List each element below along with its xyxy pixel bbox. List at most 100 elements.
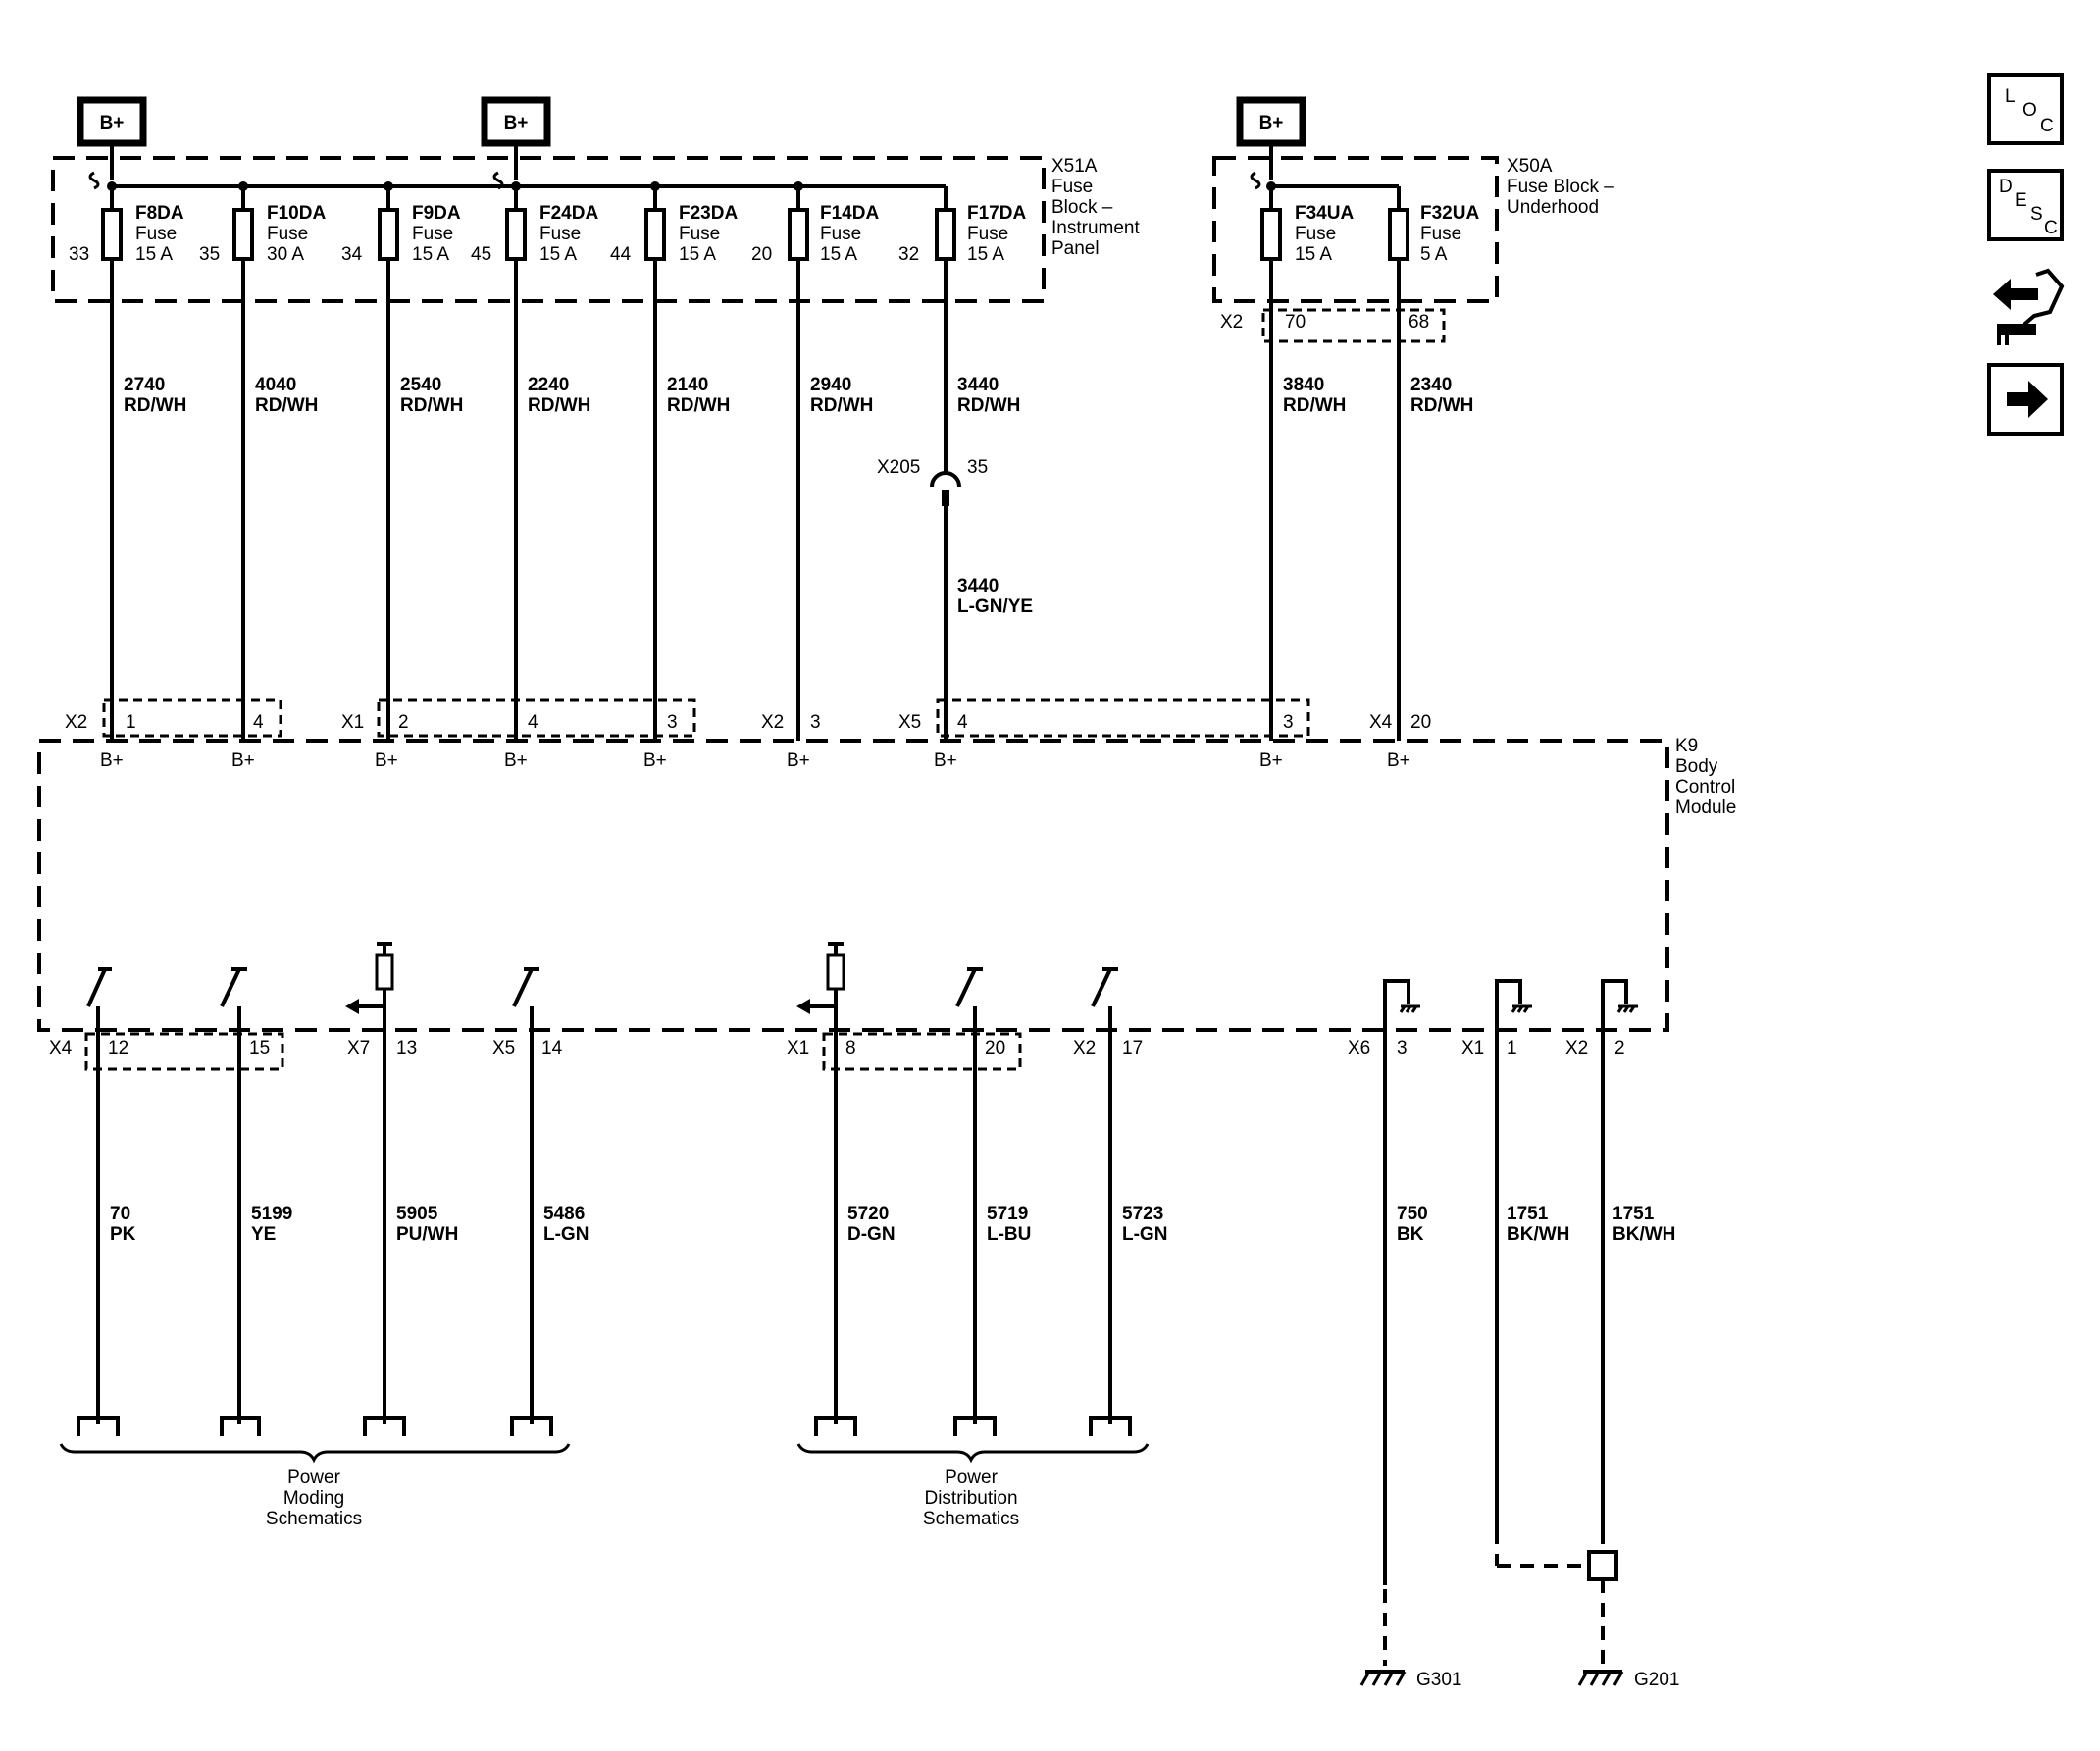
fuse-rating: 15 A: [820, 244, 857, 265]
pullup-input-icon: [796, 942, 845, 1032]
pin-number: 3: [1283, 712, 1294, 733]
circuit-number: 5486: [543, 1204, 585, 1224]
fuse-circuit-f14da: F14DA Fuse 15 A 20 2940 RD/WH: [751, 186, 879, 741]
pin-function-label: B+: [1387, 750, 1410, 771]
circuit-number: 1751: [1507, 1204, 1549, 1224]
reference-power-moding[interactable]: Power Moding Schematics: [59, 1443, 571, 1529]
reference-power-distribution[interactable]: Power Distribution Schematics: [796, 1443, 1150, 1529]
wire-color: RD/WH: [667, 395, 730, 416]
fuse-name: F24DA: [539, 203, 598, 224]
loc-icon[interactable]: L O C: [1987, 73, 2064, 145]
switch-icon: [220, 967, 247, 1007]
fuse-circuit-f9da: F9DA Fuse 15 A 34 2540 RD/WH: [341, 186, 463, 741]
fuse-icon: [935, 208, 956, 261]
connector-label: X5: [898, 712, 921, 733]
wire-color: RD/WH: [255, 395, 318, 416]
fuse-word: Fuse: [267, 224, 308, 244]
reference-label-line: Moding: [283, 1488, 344, 1509]
fuse-block-label-line: Underhood: [1507, 197, 1599, 218]
switch-icon: [86, 967, 112, 1032]
connector-label: X2: [65, 712, 87, 733]
circuit-number: 5199: [251, 1204, 292, 1224]
fuse-block-label-line: Panel: [1051, 238, 1100, 259]
wire-color: YE: [251, 1224, 276, 1245]
connector-x2-outline: [1261, 308, 1446, 343]
wire-color: RD/WH: [957, 395, 1020, 416]
pin-number: 12: [108, 1038, 128, 1058]
connector-label: X1: [341, 712, 364, 733]
pin-function-label: B+: [504, 750, 528, 771]
inline-connector-name: X205: [877, 457, 920, 478]
circuit-number: 2140: [667, 375, 708, 395]
desc-icon[interactable]: D E S C: [1987, 169, 2064, 241]
fuse-circuit-f23da: F23DA Fuse 15 A 44 2140 RD/WH: [610, 186, 738, 741]
circuit-number: 5720: [847, 1204, 889, 1224]
wire-color: RD/WH: [1283, 395, 1346, 416]
wire-color: RD/WH: [1410, 395, 1473, 416]
connector-end-view-icon[interactable]: [1993, 268, 2065, 345]
fuse-word: Fuse: [679, 224, 720, 244]
fuse-icon: [1260, 208, 1282, 261]
connector-label: X4: [1369, 712, 1393, 733]
fuse-word: Fuse: [967, 224, 1008, 244]
fuse-rating: 15 A: [1295, 244, 1332, 265]
fuse-block-label-line: Block –: [1051, 197, 1113, 218]
module-ref: K9: [1675, 736, 1698, 756]
pin-function-label: B+: [643, 750, 667, 771]
fuse-block-x50a: X50A Fuse Block – Underhood X2 70 68: [1212, 156, 1614, 343]
circuit-number: 3840: [1283, 375, 1324, 395]
svg-text:L: L: [2005, 86, 2016, 107]
internal-ground-icon: [1495, 979, 1532, 1032]
fuse-name: F34UA: [1295, 203, 1354, 224]
fuse-word: Fuse: [412, 224, 453, 244]
fuse-rating: 15 A: [967, 244, 1004, 265]
fuse-rating: 30 A: [267, 244, 304, 265]
splice-icon: [1587, 1550, 1618, 1581]
fuse-word: Fuse: [1295, 224, 1336, 244]
pin-number: 3: [810, 712, 821, 733]
pin-number: 4: [253, 712, 264, 733]
pin-function-label: B+: [231, 750, 255, 771]
internal-ground-icon: [1601, 979, 1638, 1032]
circuit-number: 2740: [124, 375, 165, 395]
circuit-number: 2940: [810, 375, 851, 395]
fuse-icon: [378, 208, 399, 261]
pin-number: 14: [541, 1038, 563, 1058]
fuse-word: Fuse: [820, 224, 861, 244]
pin-function-label: B+: [375, 750, 398, 771]
connector-end-icon: [220, 1416, 261, 1436]
reference-label-line: Power: [287, 1468, 341, 1488]
cavity-number: 33: [69, 244, 89, 265]
bus-bar-break-icon: [88, 171, 100, 190]
ground-circuits: 750 BK 1751 BK/WH 1751 BK/WH G301 G201: [1359, 1032, 1679, 1690]
cavity-number: 35: [199, 244, 220, 265]
inline-connector-icon: [930, 471, 961, 488]
connector-end-icon: [77, 1416, 120, 1436]
connector-label: X2: [1220, 312, 1243, 333]
arrow-right-icon[interactable]: [1987, 363, 2064, 436]
connector-end-icon: [953, 1416, 997, 1436]
svg-text:C: C: [2044, 218, 2058, 238]
k9-output-connectors: X4 12 15 X7 13 X5 14 X1 8 20 X2 17 X6 3 …: [49, 1032, 1625, 1071]
brace-icon: [59, 1443, 571, 1464]
bus-bar-break-icon: [1250, 171, 1261, 190]
pin-function-label: B+: [787, 750, 810, 771]
fuse-rating: 5 A: [1420, 244, 1448, 265]
cavity-number: 68: [1409, 312, 1429, 333]
internal-ground-icon: [1383, 979, 1420, 1032]
fuse-circuit-f24da: F24DA Fuse 15 A 45 2240 RD/WH: [471, 186, 598, 741]
svg-text:S: S: [2030, 204, 2043, 225]
wire-color: RD/WH: [810, 395, 873, 416]
wire-color: D-GN: [847, 1224, 896, 1245]
pin-number: 8: [845, 1038, 856, 1058]
chassis-ground-icon: [1359, 1670, 1407, 1686]
fuse-icon: [788, 208, 809, 261]
wire-color: BK/WH: [1613, 1224, 1675, 1245]
wire-color: PK: [110, 1224, 136, 1245]
pin-number: 2: [398, 712, 409, 733]
fuse-block-label-line: X50A: [1507, 156, 1553, 177]
fuse-word: Fuse: [539, 224, 581, 244]
connector-label: X2: [1565, 1038, 1588, 1058]
reference-label-line: Distribution: [924, 1488, 1017, 1509]
